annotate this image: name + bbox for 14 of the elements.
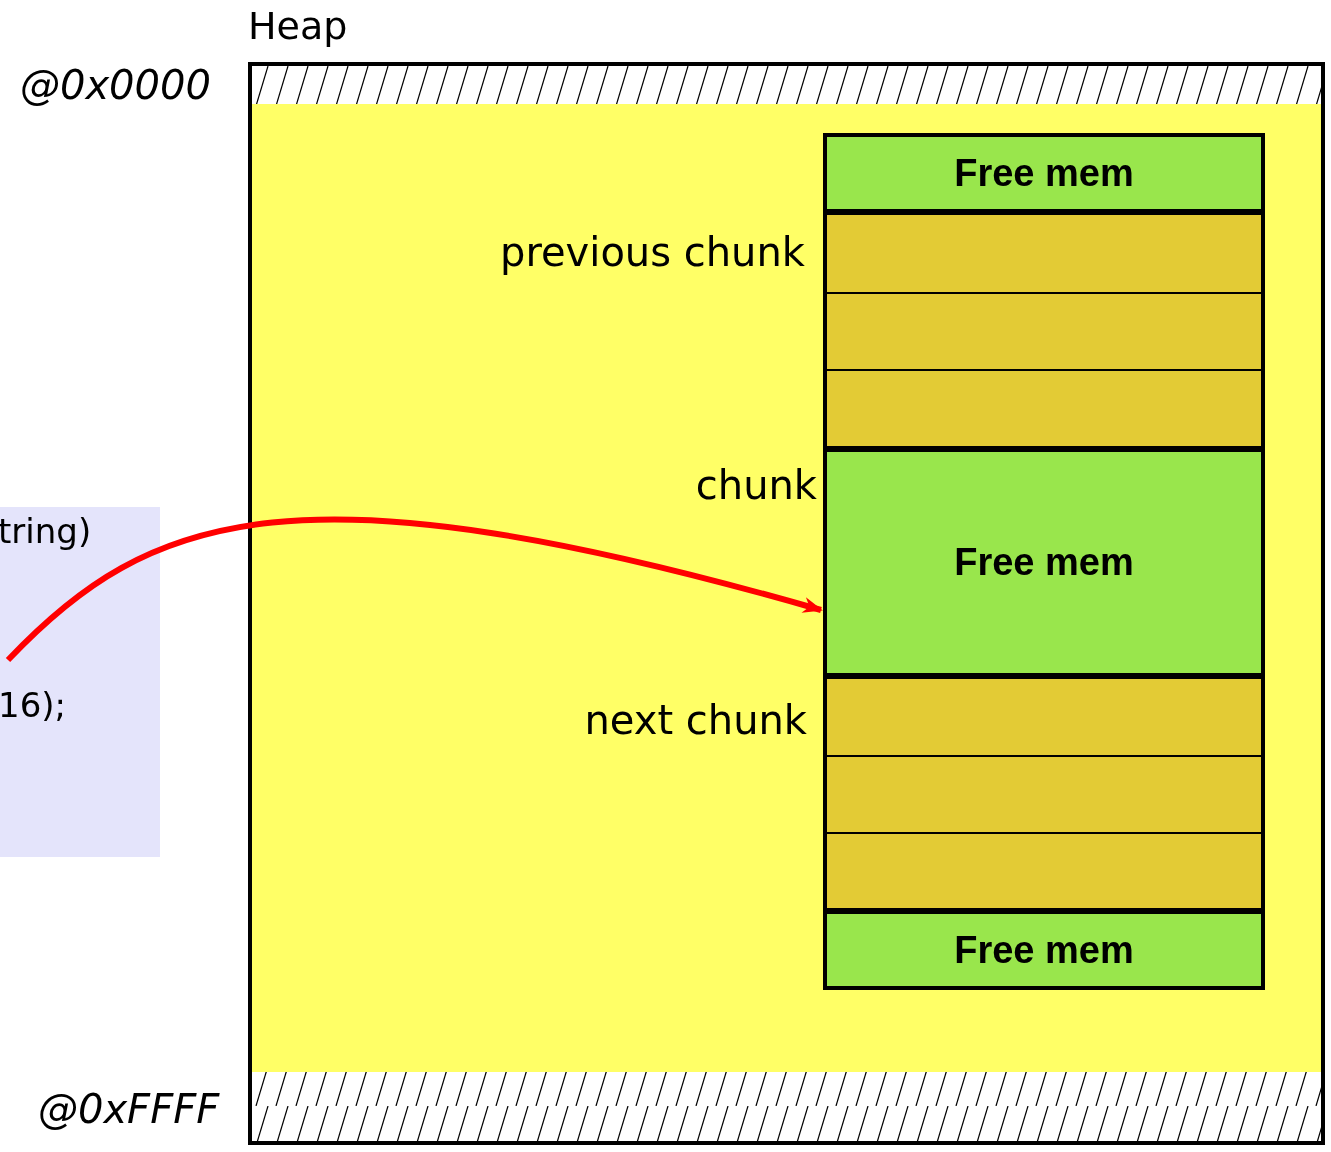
- chunk-label: previous chunk: [500, 229, 805, 275]
- block-label: Free mem: [954, 541, 1134, 584]
- address-label: @0x0000: [20, 62, 211, 108]
- chunk-label: next chunk: [584, 697, 807, 743]
- code-line: 16);: [0, 685, 66, 725]
- memory-block: [823, 910, 1265, 990]
- block-label: Free mem: [954, 928, 1134, 972]
- arrow: [5, 516, 823, 663]
- chunk-label: chunk: [695, 462, 817, 508]
- address-label: @0xFFFF: [38, 1086, 220, 1132]
- heading: Heap: [248, 4, 348, 48]
- code-panel: [0, 507, 160, 857]
- memory-block: [823, 133, 1265, 213]
- block-label: Free mem: [954, 151, 1134, 195]
